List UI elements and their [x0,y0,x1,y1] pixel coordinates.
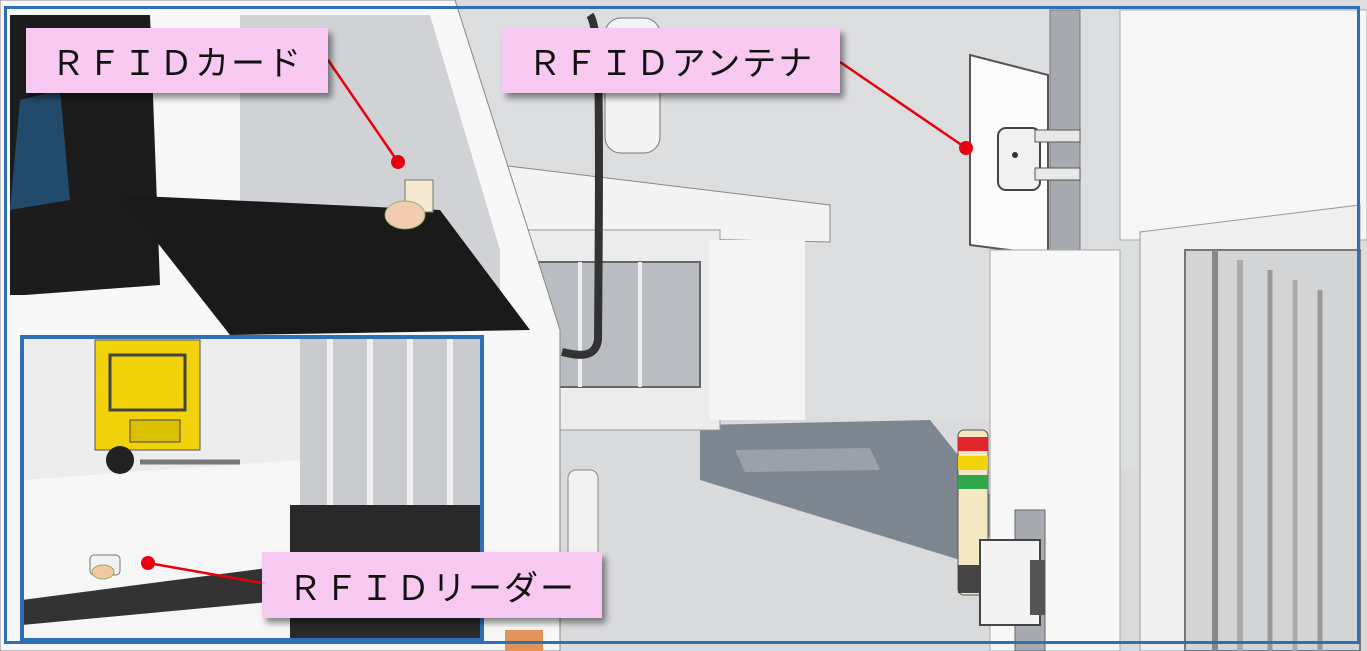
leader-dot-antenna [959,141,973,155]
rfid-card-in-hand [384,179,434,230]
inset-border [20,335,484,642]
leader-line-card [326,59,400,163]
leader-dot-card [391,155,405,169]
forklift [94,339,240,474]
rfid-card-label: ＲＦＩＤカード [26,28,328,93]
rfid-reader-device [89,554,121,580]
leader-line-antenna [839,60,967,150]
leader-line-reader [147,561,263,585]
right-building [1119,9,1367,651]
gate-reader-box [979,509,1046,651]
rfid-reader-label: ＲＦＩＤリーダー [262,552,602,618]
road-marking [735,448,880,472]
leader-dot-reader [141,556,155,570]
rfid-antenna-label: ＲＦＩＤアンテナ [502,28,840,93]
